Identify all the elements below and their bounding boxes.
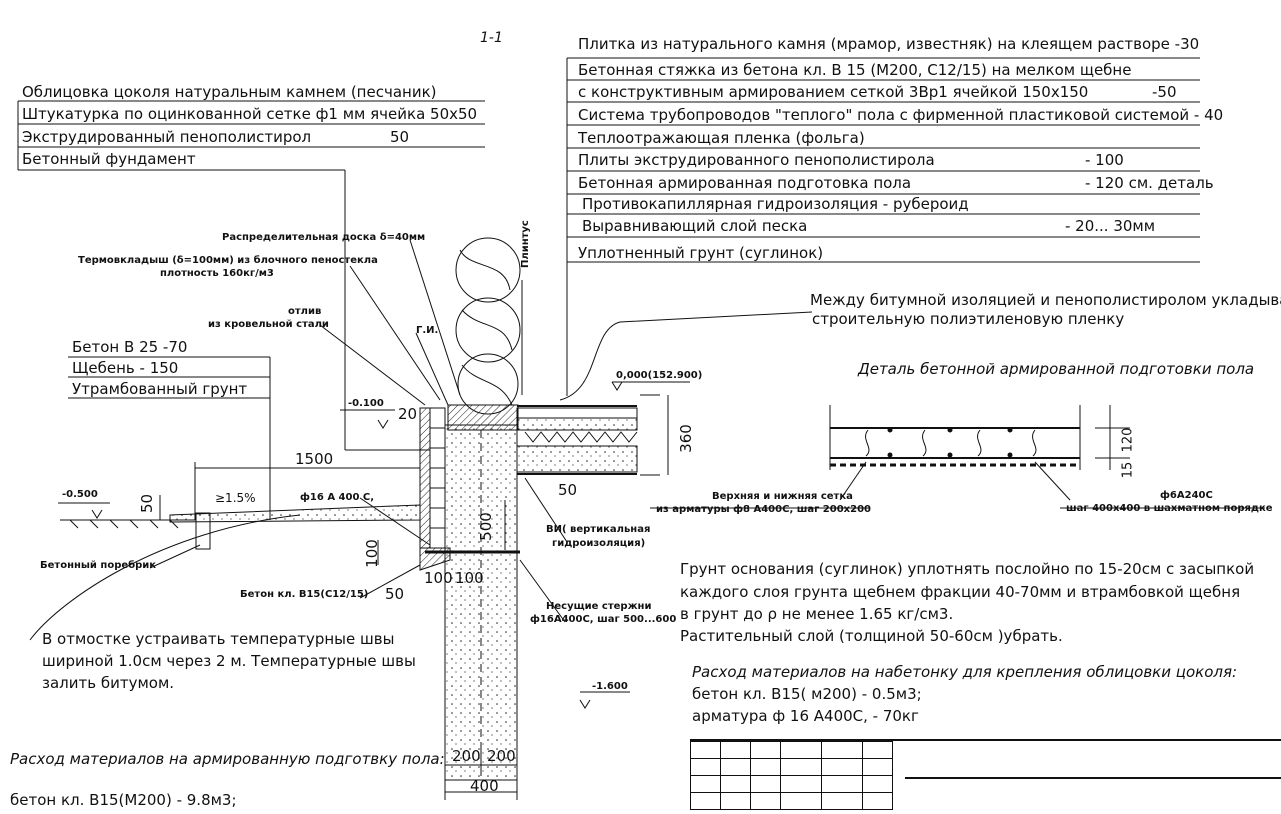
floor-layer-prep-value: - 120 см. деталь	[1085, 174, 1214, 192]
floor-layer-4: Система трубопроводов "теплого" пола с ф…	[578, 106, 1224, 124]
blind-area-layer-1: Бетон В 25 -70	[72, 338, 188, 356]
dim-400: 400	[470, 777, 499, 795]
dim-360: 360	[676, 424, 695, 453]
dim-500: 500	[476, 512, 495, 541]
soil-note-4: Растительный слой (толщиной 50-60см )убр…	[680, 627, 1063, 645]
floor-layer-9: Выравнивающий слой песка	[582, 217, 808, 235]
dim-50b: 50	[385, 585, 405, 603]
label-gi: Г.И.	[416, 325, 439, 336]
dim-slope: ≥1.5%	[215, 491, 256, 505]
blind-area-layer-3: Утрамбованный грунт	[72, 380, 248, 398]
soil-note-1: Грунт основания (суглинок) уплотнять пос…	[680, 560, 1255, 578]
soil-note-3: в грунт до ρ не менее 1.65 кг/см3.	[680, 605, 954, 623]
plinth-layer-eps-value: 50	[390, 128, 410, 146]
label-board: Распределительная доска δ=40мм	[222, 232, 426, 243]
dim-50c: 50	[558, 481, 578, 499]
floor-layer-screed-value: -50	[1152, 83, 1177, 101]
soil-note-2: каждого слоя грунта щебнем фракции 40-70…	[680, 583, 1241, 601]
dim-20: 20	[398, 405, 418, 423]
detail-mesh-1: Верхняя и нижняя сетка	[712, 491, 853, 502]
dim-200b: 200	[487, 747, 516, 765]
plinth-material-line-2: арматура ф 16 А400С, - 70кг	[692, 707, 919, 725]
plinth-layer-3: Экструдированный пенополистирол	[22, 128, 312, 146]
floor-layer-3: с конструктивным армированием сеткой 3Вр…	[578, 83, 1089, 101]
label-bearing-1: Несущие стержни	[546, 601, 652, 612]
floor-layer-2: Бетонная стяжка из бетона кл. В 15 (М200…	[578, 61, 1132, 79]
floor-layer-10: Уплотненный грунт (суглинок)	[578, 244, 824, 262]
detail-bar-2: шаг 400х400 в шахматном порядке	[1066, 503, 1273, 514]
label-vi-1: ВИ( вертикальная	[546, 524, 651, 535]
blind-area-layer-2: Щебень - 150	[72, 359, 179, 377]
level-plinth: -0.100	[348, 398, 384, 409]
floor-layer-6: Плиты экструдированного пенополистирола	[578, 151, 935, 169]
plinth-material-line-1: бетон кл. В15( м200) - 0.5м3;	[692, 685, 922, 703]
plinth-material-title: Расход материалов на набетонку для крепл…	[692, 663, 1238, 681]
film-note-2: строительную полиэтиленовую пленку	[812, 310, 1125, 328]
label-rebar: ф16 А 400 С,	[300, 492, 375, 503]
dim-200a: 200	[452, 747, 481, 765]
label-vi-2: гидроизоляция)	[552, 538, 646, 549]
film-note-1: Между битумной изоляцией и пенополистиро…	[810, 291, 1281, 309]
dim-120: 120	[1120, 427, 1136, 453]
label-thermo-1: Термовкладыш (δ=100мм) из блочного пенос…	[78, 255, 378, 266]
floor-layer-sand-value: - 20... 30мм	[1065, 217, 1156, 235]
dim-100v: 100	[362, 539, 381, 568]
label-concrete-class: Бетон кл. В15(С12/15)	[240, 589, 369, 600]
label-curb: Бетонный поребрик	[40, 560, 157, 571]
temp-joints-note-1: В отмостке устраивать температурные швы	[42, 630, 395, 648]
label-drip-1: отлив	[288, 306, 322, 317]
label-skirting: Плинтус	[520, 220, 531, 268]
floor-layer-5: Теплоотражающая пленка (фольга)	[578, 129, 865, 147]
level-floor: 0,000(152.900)	[616, 370, 703, 381]
section-mark: 1-1	[480, 30, 503, 46]
plinth-layer-4: Бетонный фундамент	[22, 150, 196, 168]
plinth-layer-2: Штукатурка по оцинкованной сетке ф1 мм я…	[22, 105, 478, 123]
floor-layer-8: Противокапиллярная гидроизоляция - рубер…	[582, 195, 969, 213]
dim-15: 15	[1120, 461, 1136, 479]
label-thermo-2: плотность 160кг/м3	[160, 268, 274, 279]
detail-bar-1: ф6А240С	[1160, 490, 1213, 501]
level-ground: -0.500	[62, 489, 98, 500]
dim-100b: 100	[455, 569, 484, 587]
plinth-layer-1: Облицовка цоколя натуральным камнем (пес…	[22, 83, 437, 101]
dim-50a: 50	[138, 493, 157, 514]
temp-joints-note-3: залить битумом.	[42, 674, 175, 692]
dim-1500: 1500	[295, 450, 334, 468]
title-block	[690, 741, 893, 810]
level-bottom: -1.600	[592, 681, 628, 692]
floor-material-title: Расход материалов на армированную подгот…	[10, 750, 445, 768]
temp-joints-note-2: шириной 1.0см через 2 м. Температурные ш…	[42, 652, 416, 670]
label-bearing-2: ф16А400С, шаг 500...600	[530, 614, 677, 625]
floor-layer-1: Плитка из натурального камня (мрамор, из…	[578, 35, 1200, 53]
detail-mesh-2: из арматуры ф8 А400С, шаг 200х200	[656, 504, 871, 515]
floor-layer-eps-value: - 100	[1085, 151, 1124, 169]
dim-100a: 100	[424, 569, 453, 587]
label-drip-2: из кровельной стали	[208, 319, 329, 330]
floor-layer-7: Бетонная армированная подготовка пола	[578, 174, 912, 192]
detail-title: Деталь бетонной армированной подготовки …	[858, 360, 1255, 378]
floor-material-line-1: бетон кл. В15(М200) - 9.8м3;	[10, 791, 237, 809]
